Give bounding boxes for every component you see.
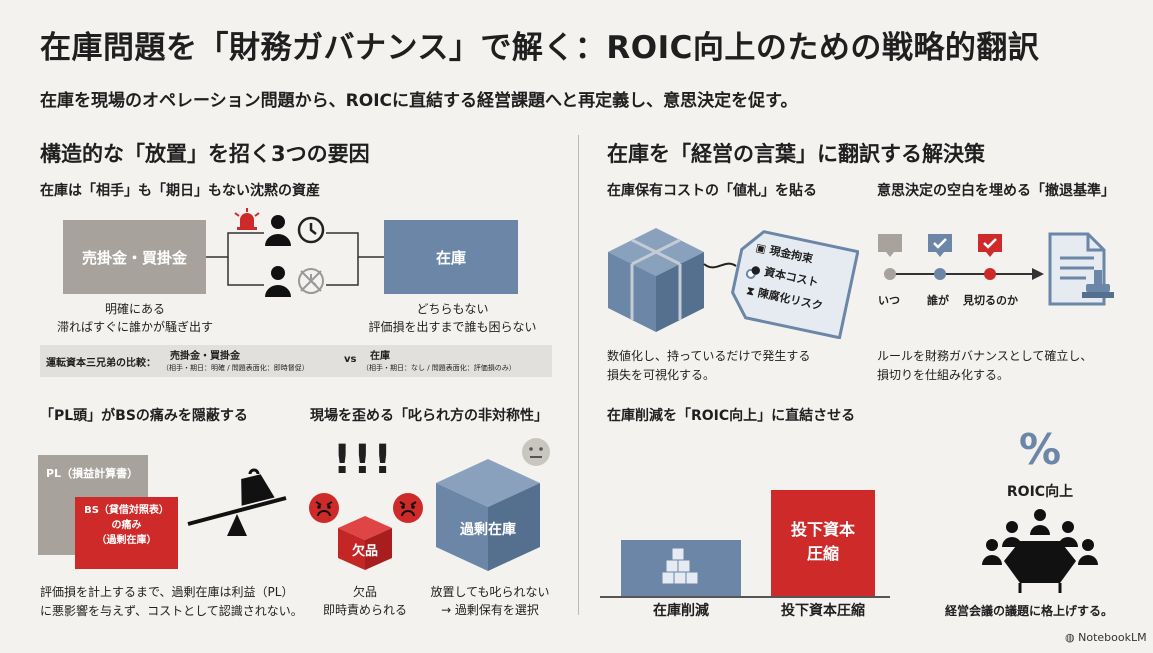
solution3-subheading: 在庫削減を「ROIC向上」に直結させる (607, 408, 856, 424)
factor1-caption-left: 明確にある 滞ればすぐに誰かが騒ぎ出す (40, 300, 230, 336)
comparison-left-detail: （相手・期日：明確 / 問題表面化：即時督促） (162, 364, 309, 372)
solution2-caption-line2: 損切りを仕組み化する。 (877, 368, 1010, 382)
solution2-caption-line1: ルールを財務ガバナンスとして確立し、 (877, 349, 1093, 363)
caption-left-line1: 明確にある (104, 302, 165, 316)
page-title: 在庫問題を「財務ガバナンス」で解く：ROIC向上のための戦略的翻訳 (40, 30, 1040, 66)
left-section-heading: 構造的な「放置」を招く3つの要因 (40, 142, 370, 166)
factor3-caption-right-line1: 放置しても叱られない (430, 585, 550, 599)
factor3-caption-left-line2: 即時責められる (322, 603, 407, 617)
exclamation-marks: !!! (333, 437, 394, 483)
timeline-label-who: 誰が (927, 294, 949, 307)
factor2-caption: 評価損を計上するまで、過剰在庫は利益（PL） に悪影響を与えず、コストとして認識… (40, 583, 303, 621)
invested-capital-bar: 投下資本 圧縮 (771, 490, 875, 596)
comparison-right-title: 在庫 (370, 351, 390, 362)
factor3-caption-right: 放置しても叱られない → 過剰保有を選択 (420, 583, 560, 619)
factor3-caption-left: 欠品 即時責められる (310, 583, 420, 619)
person-icon (265, 215, 291, 246)
inventory-box: 在庫 (384, 220, 518, 294)
alarm-icon (234, 208, 260, 230)
stacked-boxes-icon (661, 547, 699, 585)
factor1-connector-diagram (206, 232, 384, 286)
solution3-caption: 経営会議の議題に格上げする。 (945, 604, 1114, 618)
bs-label-line3: （過剰在庫） (96, 535, 157, 546)
page-subtitle: 在庫を現場のオペレーション問題から、ROICに直結する経営課題へと再定義し、意思… (40, 91, 798, 111)
solution2-subheading: 意思決定の空白を埋める「撤退基準」 (877, 183, 1115, 199)
ar-ap-box: 売掛金・買掛金 (63, 220, 206, 294)
factor1-subheading: 在庫は「相手」も「期日」もない沈黙の資産 (40, 183, 320, 199)
factor3-caption-left-line1: 欠品 (352, 585, 377, 599)
inventory-reduction-label: 在庫削減 (653, 603, 709, 619)
excess-inventory-label: 過剰在庫 (460, 522, 516, 538)
invested-capital-bar-line1: 投下資本 (790, 520, 855, 539)
shortage-cube (338, 516, 392, 570)
factor2-caption-line1: 評価損を計上するまで、過剰在庫は利益（PL） (40, 585, 294, 599)
invested-capital-bar-line2: 圧縮 (806, 544, 839, 563)
factor2-caption-line2: に悪影響を与えず、コストとして認識されない。 (40, 604, 303, 618)
caption-right-line2: 評価損を出すまで誰も困らない (368, 320, 537, 334)
percent-icon: % (1018, 425, 1062, 474)
shortage-label: 欠品 (351, 544, 378, 559)
invested-capital-label: 投下資本圧縮 (781, 603, 865, 619)
clock-crossed-icon (298, 268, 324, 294)
factor3-subheading: 現場を歪める「叱られ方の非対称性」 (310, 408, 548, 424)
solution1-caption-line1: 数値化し、持っているだけで発生する (607, 349, 811, 363)
pl-label: PL（損益計算書） (46, 467, 139, 480)
bs-label-line2: の痛み (111, 520, 142, 531)
roic-label: ROIC向上 (1006, 484, 1074, 500)
person-icon-2 (265, 266, 291, 297)
caption-left-line2: 滞ればすぐに誰かが騒ぎ出す (56, 320, 213, 334)
comparison-right-detail: （相手・期日：なし / 問題表面化：評価損のみ） (362, 364, 516, 372)
comparison-vs: vs (344, 354, 357, 365)
solution1-caption-line2: 損失を可視化する。 (607, 368, 716, 382)
board-meeting-icon (982, 509, 1098, 593)
bs-label-line1: BS（貸借対照表） (84, 505, 169, 516)
timeline-label-cutoff: 見切るのか (963, 294, 1018, 307)
column-divider (578, 135, 579, 615)
price-tag-cube-graphic (608, 228, 859, 339)
brand-footer: ◍ NotebookLM (1065, 631, 1147, 644)
solution1-caption: 数値化し、持っているだけで発生する 損失を可視化する。 (607, 347, 810, 385)
decision-timeline (878, 234, 1044, 280)
clock-icon (297, 216, 325, 244)
neutral-face-icon (522, 438, 550, 466)
timeline-label-when: いつ (878, 294, 900, 307)
document-stamp-icon (1048, 232, 1114, 306)
factor3-caption-right-line2: → 過剰保有を選択 (441, 603, 539, 617)
caption-right-line1: どちらもない (416, 302, 489, 316)
baseline (600, 596, 890, 598)
angry-face-icon-left (309, 493, 339, 523)
comparison-label: 運転資本三兄弟の比較： (46, 358, 156, 369)
brand-label: NotebookLM (1078, 631, 1147, 644)
notebooklm-logo-icon: ◍ (1065, 631, 1079, 644)
factor2-subheading: 「PL頭」がBSの痛みを隠蔽する (40, 408, 248, 424)
excess-inventory-cube (436, 459, 540, 571)
solution1-subheading: 在庫保有コストの「値札」を貼る (607, 183, 817, 199)
factor1-caption-right: どちらもない 評価損を出すまで誰も困らない (355, 300, 550, 336)
bs-pain-box: BS（貸借対照表） の痛み （過剰在庫） (75, 497, 178, 569)
seesaw-weight-icon (187, 468, 287, 536)
angry-face-icon-right (393, 493, 423, 523)
comparison-strip (40, 345, 552, 377)
comparison-left-title: 売掛金・買掛金 (170, 351, 240, 362)
solution2-caption: ルールを財務ガバナンスとして確立し、 損切りを仕組み化する。 (877, 347, 1092, 385)
right-section-heading: 在庫を「経営の言葉」に翻訳する解決策 (607, 142, 985, 166)
